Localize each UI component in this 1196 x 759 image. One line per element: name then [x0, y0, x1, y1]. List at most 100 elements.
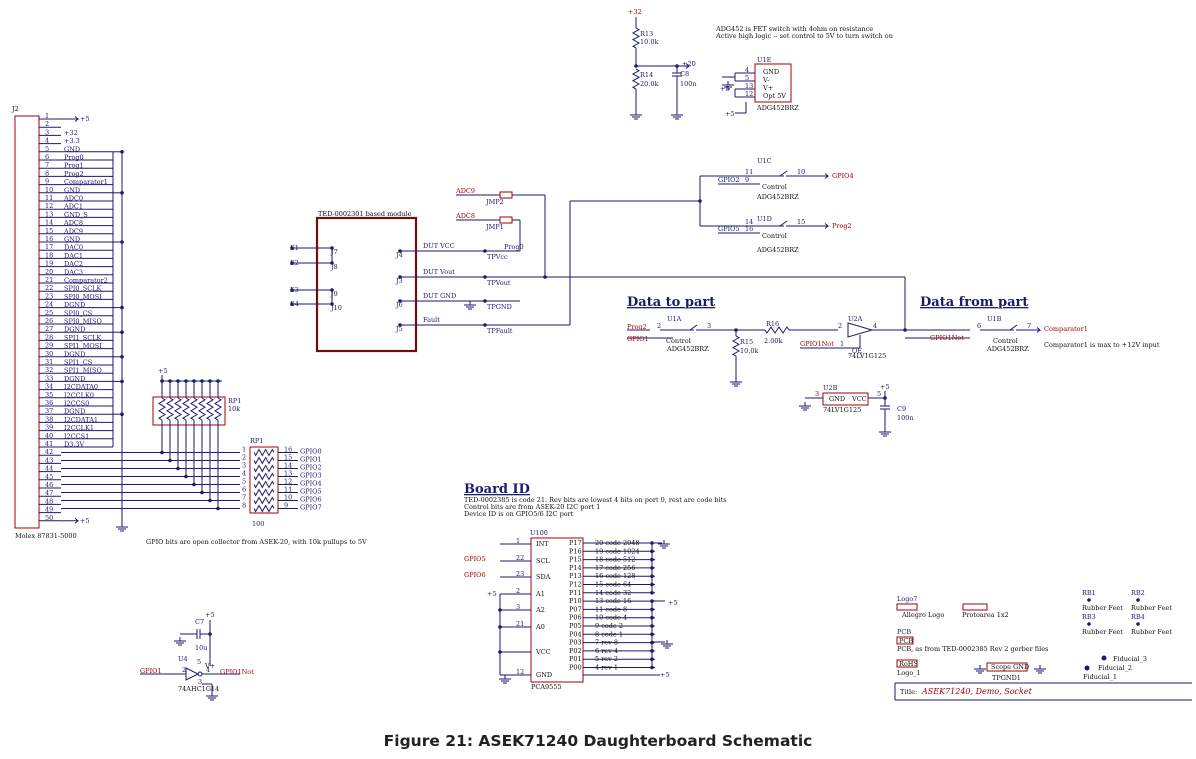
wire — [779, 220, 788, 227]
pin-number: 36 — [45, 399, 53, 407]
resistor-icon — [158, 397, 166, 421]
pin-label: J5 — [395, 325, 403, 333]
ref-label: U2A — [848, 315, 863, 323]
part-label: ADG452BRZ — [756, 104, 799, 112]
pin-number: 11 — [284, 486, 292, 494]
rail-label: +5 — [80, 517, 90, 525]
inverter-icon — [185, 667, 200, 681]
net-label: GND — [64, 236, 80, 244]
port-arrow-icon — [70, 517, 80, 524]
pin-number: 11 — [745, 168, 753, 176]
net-label: GPIO5 — [464, 555, 486, 563]
net-label: GPIO6 — [300, 496, 322, 504]
code-label: 19 code 1024 — [595, 547, 640, 555]
net-label: DGND — [64, 301, 85, 309]
net-label: Comparator1 — [64, 178, 108, 186]
pin-number: 43 — [45, 456, 53, 464]
net-label: SPI1_MOSI — [64, 342, 102, 350]
net-label: GND_S — [64, 211, 88, 219]
pin-name: GND — [829, 395, 845, 403]
net-label: DAC3 — [64, 268, 83, 276]
pin-number: 4 — [873, 322, 877, 330]
pin-number: 4 — [45, 137, 49, 145]
part-label: Protoarea 1x2 — [962, 611, 1009, 619]
module-outline — [315, 216, 418, 353]
pin-number: 16 — [45, 235, 53, 243]
net-label: GPIO5 — [300, 488, 322, 496]
junction-dot — [160, 379, 164, 383]
connector-body — [14, 115, 40, 529]
pin-name: P07 — [569, 605, 582, 613]
net-label: GPIO0 — [300, 448, 322, 456]
junction-dot — [120, 150, 124, 154]
ref-label: JMP2 — [485, 198, 504, 206]
port-arrow-icon — [820, 223, 830, 229]
net-label: DAC2 — [64, 260, 83, 268]
net-label: Prog0 — [504, 243, 524, 251]
value-label: 20.0k — [640, 80, 658, 88]
junction-dot — [120, 330, 124, 335]
connector-part: Molex 87831-5000 — [15, 532, 77, 540]
rail-label: +5 — [668, 599, 678, 607]
net-label: I2CCLK1 — [64, 424, 94, 432]
pin-name: INT — [536, 540, 549, 548]
part-label: Allegro Logo — [901, 611, 944, 619]
ref-label: R14 — [640, 71, 653, 79]
pin-number: 5 — [745, 74, 749, 82]
code-label: 4 rev 1 — [595, 664, 618, 672]
net-label: I2CDATA1 — [64, 416, 98, 424]
pin-name: P02 — [569, 647, 582, 655]
rail-label: +5 — [158, 367, 168, 375]
pin-number: 1 — [242, 446, 246, 454]
resistor-icon — [206, 397, 214, 421]
junction-dot — [698, 199, 702, 203]
pin-name: A1 — [535, 590, 545, 598]
resistor-icon — [631, 68, 641, 90]
pin-number: 9 — [284, 502, 288, 510]
ref-label: C7 — [195, 618, 204, 626]
pin-number: 46 — [45, 481, 53, 489]
junction-dot — [208, 379, 212, 383]
net-label: D3.3V — [64, 441, 85, 449]
pin-name: P06 — [569, 614, 582, 622]
resistor-icon — [253, 504, 275, 513]
signal-label: Fault — [423, 316, 440, 324]
pin-number: 21 — [516, 620, 524, 628]
net-label: GPIO5 — [718, 225, 740, 233]
pin-name: P05 — [569, 622, 582, 630]
net-label: SPI1_MISO — [64, 367, 102, 375]
pin-number: 3 — [516, 603, 520, 611]
net-label: Comparator1 — [1044, 325, 1088, 333]
junction-dot — [1136, 622, 1140, 626]
pin-number: 2 — [838, 322, 842, 330]
pin-number: 22 — [516, 554, 524, 562]
value-label: 100 — [252, 520, 264, 528]
part-label: RoHS — [899, 660, 918, 668]
note-line: TED-0002385 is code 21. Rev bits are low… — [464, 496, 727, 504]
fiducial-icon — [1084, 665, 1090, 671]
junction-dot — [176, 379, 180, 383]
pin-number: 1 — [840, 340, 844, 348]
signal-label: DUT GND — [423, 292, 456, 300]
pin-name: P17 — [569, 539, 582, 547]
module-title: TED-0002301 based module — [318, 210, 412, 218]
pin-number: 3 — [198, 678, 202, 686]
section-heading: Board ID — [464, 482, 530, 497]
note-line: ADG452 is FET switch with 4ohm on resist… — [715, 25, 873, 33]
pin-number: 29 — [45, 342, 53, 350]
net-label: +32 — [64, 129, 78, 137]
net-label: SPI0_CS — [64, 309, 92, 317]
value-label: 100n — [680, 80, 697, 88]
pin-number: 14 — [284, 462, 292, 470]
pin-number: 7 — [242, 494, 246, 502]
pin-number: 48 — [45, 497, 53, 505]
resistor-icon — [253, 456, 275, 465]
junction-dot — [120, 355, 124, 359]
code-label: 6 rev 4 — [595, 647, 618, 655]
part-label: Rubber Feet — [1082, 604, 1123, 612]
signal-label: DUT Vout — [423, 268, 455, 276]
code-label: 13 code 16 — [595, 597, 631, 605]
